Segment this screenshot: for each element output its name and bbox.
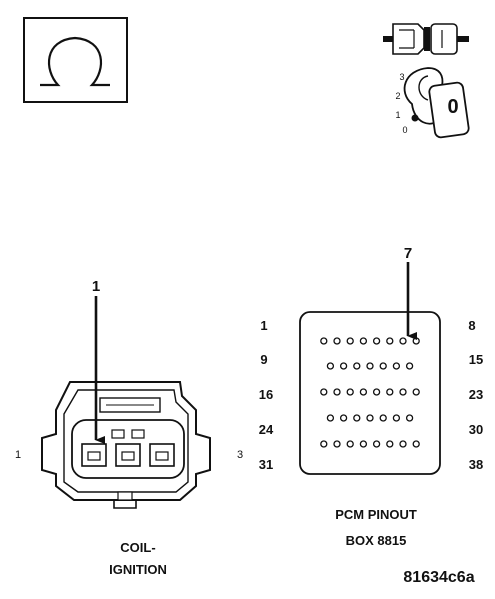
pcm-pin-11	[353, 362, 361, 370]
pcm-row-label-left-24: 24	[259, 422, 274, 437]
pcm-pin-14	[392, 362, 401, 370]
pcm-pin-32	[333, 440, 341, 448]
pcm-row-label-right-38: 38	[469, 457, 483, 472]
pcm-pin-13	[379, 362, 387, 370]
pcm-label-line1: PCM PINOUT	[335, 507, 417, 522]
ignition-key-icon: 0 3 2 1 0	[395, 67, 470, 139]
pcm-pin-7	[399, 337, 407, 345]
pcm-callout-number: 7	[404, 245, 412, 262]
pcm-pin-3	[346, 337, 354, 345]
pcm-pin-10	[339, 362, 348, 370]
coil-label-line1: COIL-	[120, 540, 155, 555]
pcm-row-label-left-16: 16	[259, 387, 273, 402]
coil-connector	[41, 381, 211, 509]
pcm-pin-24	[326, 414, 335, 422]
switch-position-1: 1	[395, 110, 400, 120]
pcm-pin-31	[320, 440, 328, 448]
pcm-pin-8	[412, 337, 420, 345]
pcm-pin-35	[372, 440, 381, 448]
pcm-pin-6	[386, 337, 394, 345]
coil-label-line2: IGNITION	[109, 562, 167, 577]
pcm-pin-12	[366, 362, 374, 370]
pcm-row-label-right-23: 23	[469, 387, 483, 402]
pcm-pin-30	[405, 414, 414, 422]
connector-icon	[383, 23, 469, 55]
pcm-label-line2: BOX 8815	[346, 533, 407, 548]
pcm-pin-26	[353, 414, 361, 422]
key-label: 0	[447, 96, 458, 118]
pcm-row-label-left-9: 9	[260, 352, 267, 367]
pcm-pin-28	[379, 414, 387, 422]
reference-code: 81634c6a	[403, 569, 474, 586]
pcm-pin-21	[386, 388, 394, 396]
pcm-pin-27	[366, 414, 374, 422]
switch-position-2: 2	[395, 91, 400, 101]
pcm-pin-36	[386, 440, 394, 448]
pcm-row-label-left-31: 31	[259, 457, 273, 472]
coil-pin-right-label: 3	[237, 449, 243, 461]
pcm-pin-17	[333, 388, 341, 396]
pcm-row-label-right-15: 15	[469, 352, 483, 367]
pcm-pin-15	[405, 362, 414, 370]
pcm-pin-29	[392, 414, 401, 422]
pcm-pin-37	[399, 440, 407, 448]
pcm-row-label-left-1: 1	[260, 318, 267, 333]
pcm-row-label-right-30: 30	[469, 422, 483, 437]
coil-terminal-3	[149, 443, 175, 467]
pcm-pin-25	[339, 414, 348, 422]
coil-terminal-2	[115, 443, 141, 467]
pcm-pin-grid	[320, 337, 420, 448]
coil-terminal-1	[81, 443, 107, 467]
pcm-pin-23	[412, 388, 420, 396]
pcm-pin-18	[346, 388, 354, 396]
pcm-pin-34	[359, 440, 368, 448]
pcm-connector-body	[299, 311, 441, 475]
pcm-pin-2	[333, 337, 341, 345]
coil-callout-number: 1	[92, 278, 100, 295]
pcm-pin-38	[412, 440, 420, 448]
pcm-pin-1	[320, 337, 328, 345]
pcm-pin-33	[346, 440, 354, 448]
pcm-pin-5	[372, 337, 381, 345]
switch-position-0: 0	[402, 125, 407, 135]
pcm-pin-20	[372, 388, 381, 396]
ohmmeter-icon	[23, 17, 128, 103]
coil-pin-left-label: 1	[15, 449, 21, 461]
pcm-row-label-right-8: 8	[468, 318, 475, 333]
pcm-pin-16	[320, 388, 328, 396]
pcm-pin-9	[326, 362, 335, 370]
pcm-pin-22	[399, 388, 407, 396]
pcm-pin-4	[359, 337, 368, 345]
pcm-pin-19	[359, 388, 368, 396]
switch-position-3: 3	[399, 72, 404, 82]
